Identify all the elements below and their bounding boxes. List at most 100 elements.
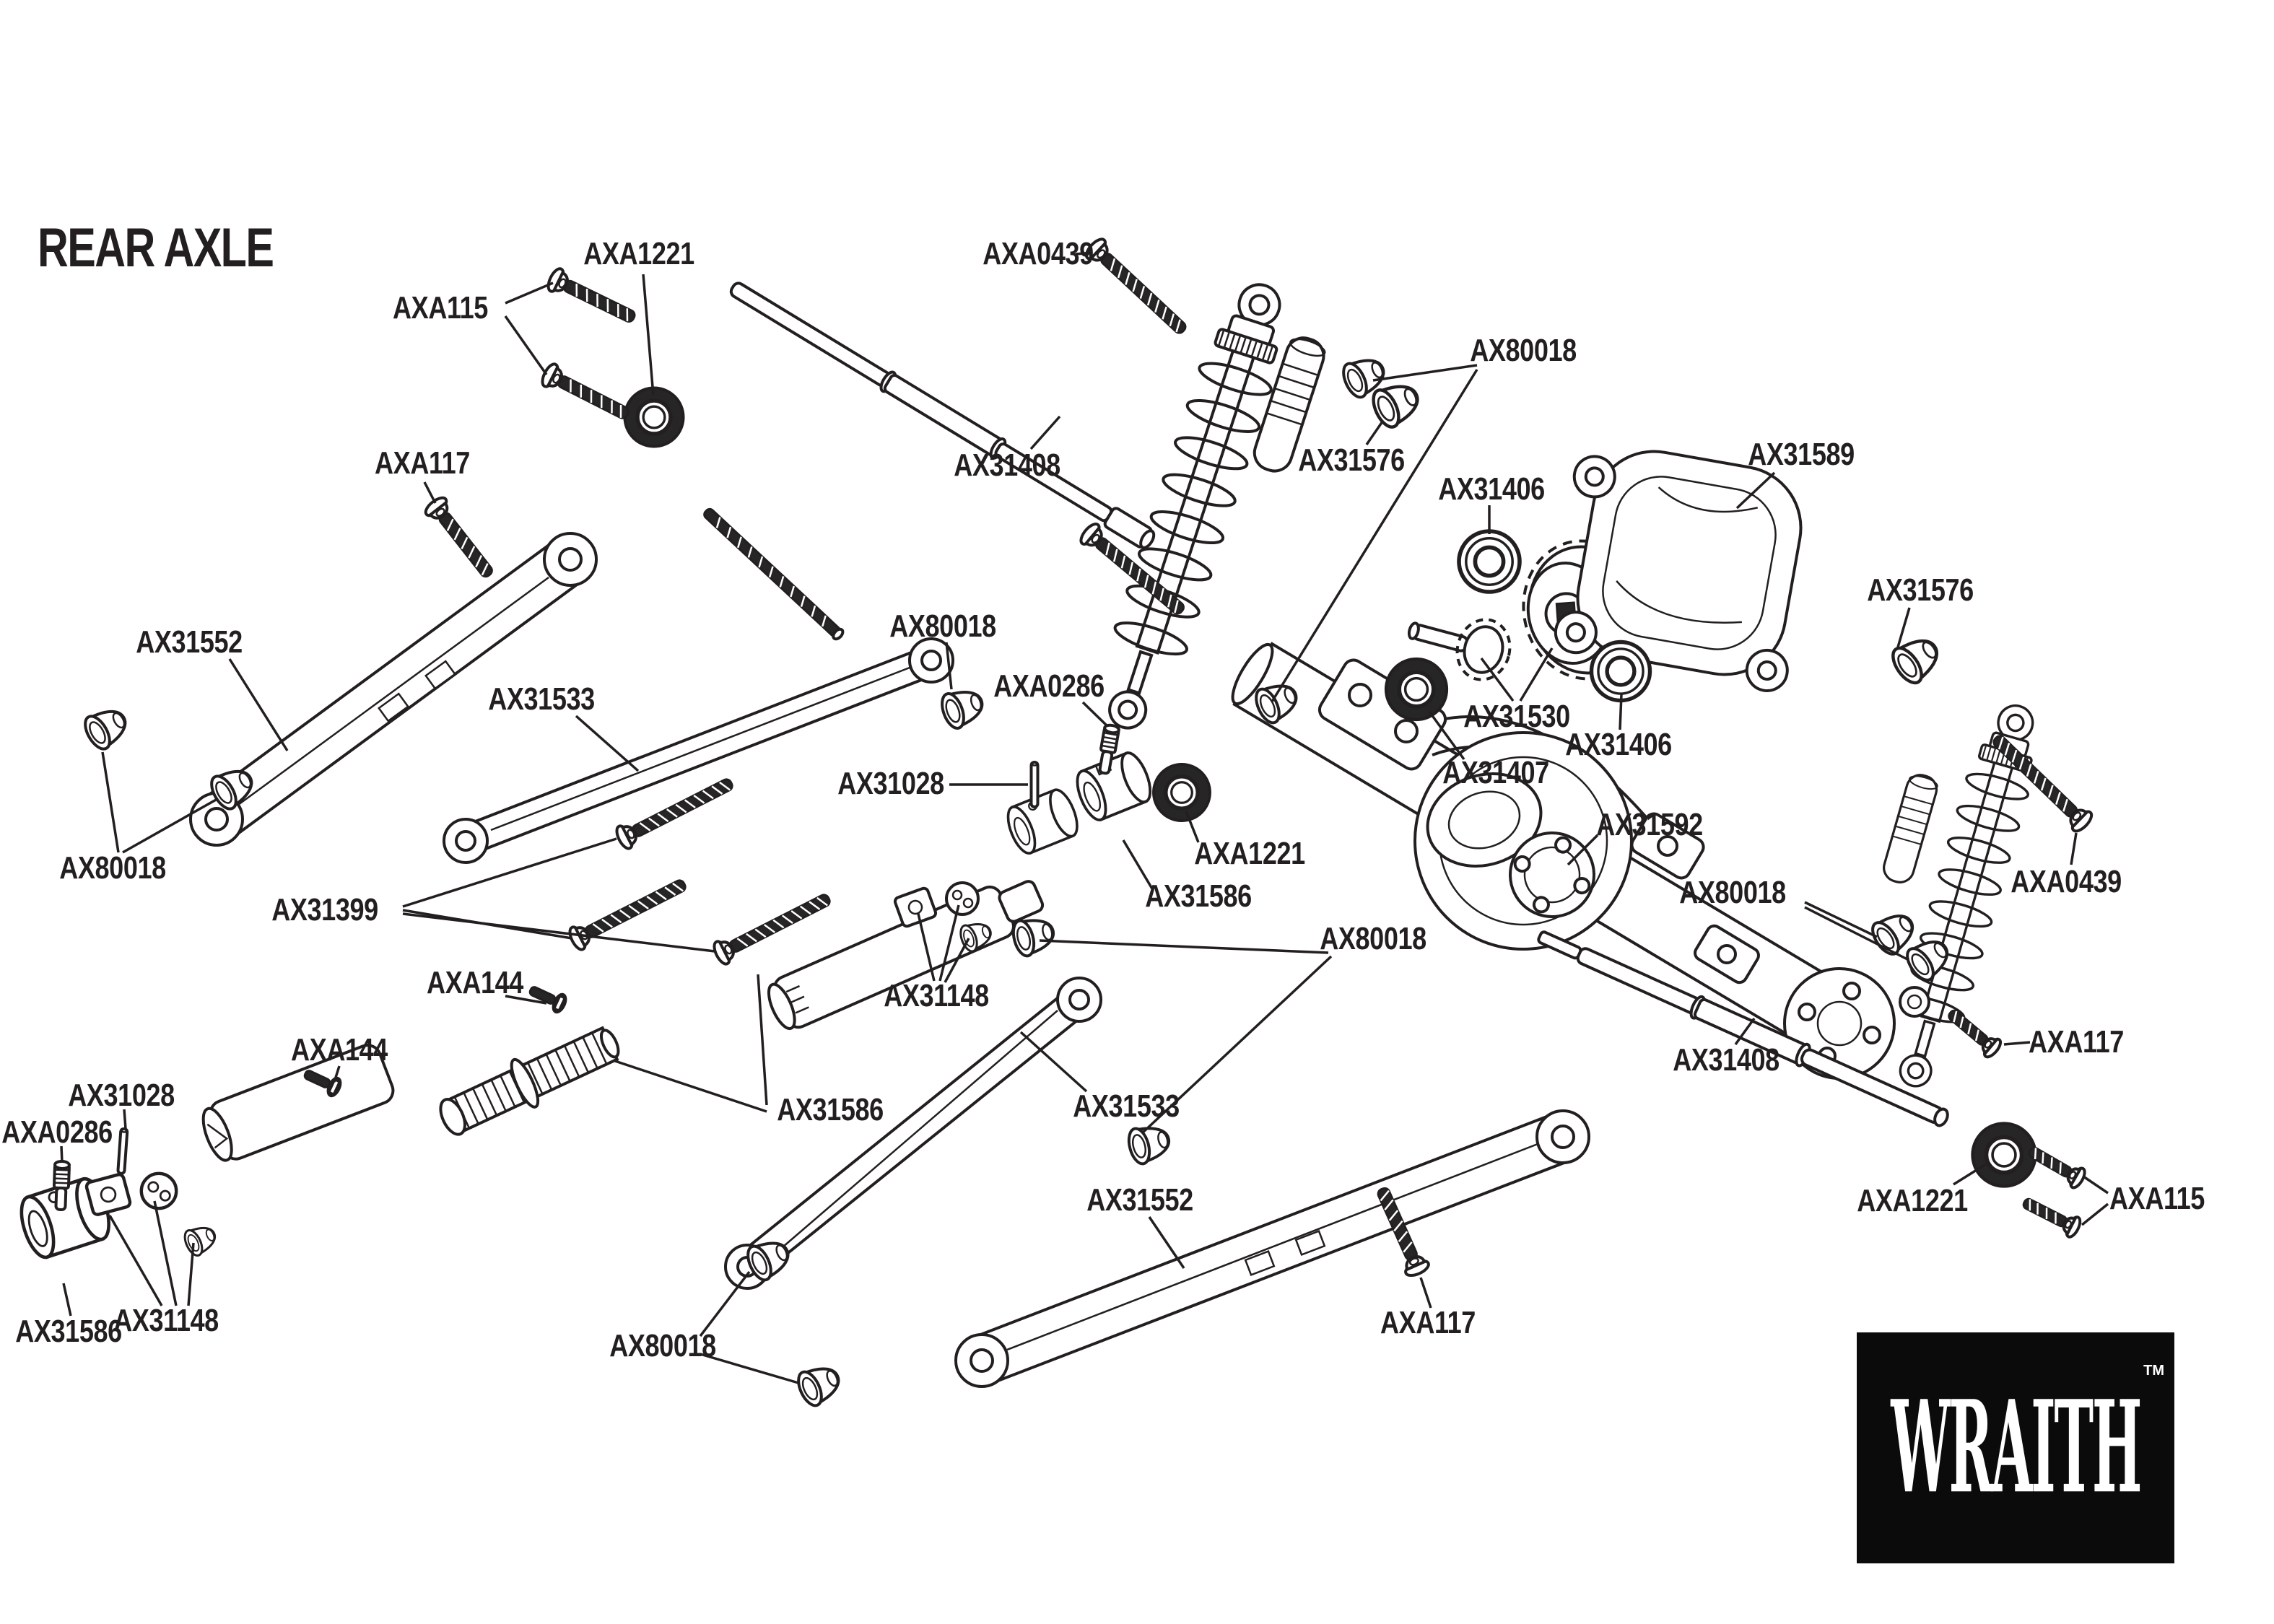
bearing-ax31406-top	[1459, 531, 1520, 592]
leader-line-ax31408-top	[1029, 415, 1061, 450]
part-label-ax31148-bl: AX31148	[113, 1303, 219, 1338]
leader-line-ax31589	[1735, 471, 1776, 510]
slotted-hub-ax31586	[1076, 751, 1152, 821]
screw-ax31399	[710, 886, 836, 968]
part-label-axa1221-mid: AXA1221	[1194, 836, 1305, 871]
part-label-ax31533-left: AX31533	[488, 681, 595, 717]
screw-axa117	[1942, 1003, 2005, 1061]
leader-line-axa117-right	[2003, 1041, 2031, 1046]
part-label-axa115-top: AXA115	[393, 290, 488, 326]
leader-line-ax80018-bc	[699, 1270, 751, 1337]
part-label-ax31407: AX31407	[1442, 755, 1549, 790]
driveshaft-splined-shaft	[439, 1026, 620, 1136]
uj-bushing-bl	[180, 1220, 221, 1260]
screw-axa0439	[1081, 235, 1193, 341]
part-label-ax31576-right: AX31576	[1867, 572, 1974, 608]
part-label-axa144-upper: AXA144	[427, 965, 523, 1000]
part-label-axa0439-right: AXA0439	[2011, 864, 2122, 899]
pin-ax31028	[116, 1127, 129, 1176]
part-label-ax31586-mid: AX31586	[1145, 878, 1252, 914]
leader-line-ax31586-mid	[1122, 839, 1154, 891]
bearing-axa1221-top	[625, 388, 684, 447]
part-label-ax31406-top: AX31406	[1438, 471, 1545, 507]
wraith-logo: WRAITH TM	[1857, 1332, 2174, 1563]
bushing-ax80018	[79, 700, 134, 755]
leader-line-ax31148-bl	[187, 1242, 195, 1306]
part-label-axa115-br: AXA115	[2109, 1181, 2205, 1216]
leader-line-ax31586-bc	[614, 1060, 767, 1113]
leader-line-ax31592	[1567, 834, 1599, 866]
uj-ball-mid	[945, 881, 980, 916]
part-label-ax31552-bc: AX31552	[1086, 1182, 1193, 1218]
leader-line-ax31586-bc	[757, 974, 768, 1106]
leader-line-axa0439-top	[1075, 251, 1093, 256]
part-label-axa117-left: AXA117	[375, 445, 470, 481]
leader-line-ax80018-right	[1804, 906, 1909, 961]
bearing-ax31407	[1386, 659, 1447, 720]
part-label-axa117-bc: AXA117	[1380, 1305, 1476, 1340]
screw-axa115	[545, 266, 639, 329]
screw-axa144	[525, 979, 570, 1016]
lower-link-ax31533-left	[443, 637, 954, 864]
leader-line-ax80018-farleft	[101, 751, 120, 853]
wraith-logo-text: WRAITH	[1891, 1373, 2142, 1523]
leader-line-ax31148-bl	[108, 1215, 163, 1306]
part-label-axa0439-top: AXA0439	[983, 236, 1094, 271]
bearing-axa1221-br	[1973, 1124, 2036, 1187]
leader-line-ax80018-bc	[700, 1353, 799, 1384]
leader-line-ax80018-midright	[1141, 955, 1333, 1135]
part-label-ax80018-right: AX80018	[1679, 875, 1786, 910]
upper-link-ax31552-bottom	[954, 1109, 1590, 1388]
bushing-ax80018	[936, 682, 990, 733]
trademark-symbol: TM	[2143, 1363, 2164, 1379]
axle-shaft-bottom-right	[1537, 930, 1949, 1127]
bearing-ax31406-right	[1592, 642, 1650, 701]
leader-line-ax31408-br	[1734, 1017, 1756, 1046]
part-label-ax31148-mid: AX31148	[884, 978, 989, 1013]
leader-line-ax31533-left	[575, 715, 640, 772]
leader-line-ax31576-top	[1365, 421, 1384, 445]
leader-lines	[60, 251, 2109, 1384]
leader-line-ax31148-mid	[917, 913, 936, 982]
part-label-ax31589: AX31589	[1748, 437, 1855, 472]
leader-line-ax31530	[1519, 647, 1554, 702]
part-label-axa1221-top: AXA1221	[583, 236, 694, 271]
part-label-ax31406-right: AX31406	[1565, 727, 1672, 762]
part-label-ax80018-bc: AX80018	[609, 1328, 716, 1363]
leader-line-ax31586-bl	[62, 1283, 72, 1317]
part-label-axa0286-mid: AXA0286	[993, 668, 1105, 704]
hardware	[53, 235, 2096, 1280]
threaded-rod	[703, 507, 845, 641]
leader-line-axa1221-mid	[1185, 811, 1200, 843]
part-label-ax31028-bl: AX31028	[68, 1078, 175, 1113]
part-label-axa144-lower: AXA144	[291, 1032, 388, 1068]
part-label-ax80018-farleft: AX80018	[59, 850, 166, 886]
leader-line-axa117-left	[423, 481, 437, 504]
uj-coupler-bl	[86, 1174, 131, 1215]
part-label-ax31530: AX31530	[1463, 699, 1570, 734]
leader-line-axa115-top	[505, 281, 554, 305]
leader-line-axa1221-top	[642, 274, 655, 396]
leader-line-ax31533-bc	[1019, 1031, 1088, 1093]
uj-ball-bl	[141, 1174, 176, 1208]
leader-line-ax31406-right	[1619, 694, 1623, 730]
leader-line-ax31148-mid	[938, 904, 960, 982]
part-label-ax31408-br: AX31408	[1673, 1042, 1779, 1078]
leader-line-axa1221-br	[1953, 1161, 1989, 1186]
leader-line-ax80018-top	[1372, 364, 1478, 382]
leader-line-axa115-top	[504, 315, 548, 376]
upper-link-ax31552-left	[189, 532, 598, 847]
bushing-ax80018	[792, 1358, 847, 1411]
part-label-ax31408-top: AX31408	[954, 448, 1060, 483]
part-label-ax80018-leftmid: AX80018	[889, 608, 996, 644]
part-label-axa117-right: AXA117	[2029, 1024, 2124, 1060]
leader-line-axa144-upper	[505, 995, 547, 1005]
part-label-ax31028-mid: AX31028	[837, 766, 944, 801]
leader-line-ax31530	[1480, 657, 1515, 702]
leader-line-ax31148-mid	[944, 938, 970, 983]
leader-line-axa0286-mid	[1081, 701, 1109, 728]
part-label-ax31586-bl: AX31586	[15, 1314, 122, 1349]
leader-line-ax80018-top	[1271, 369, 1478, 702]
